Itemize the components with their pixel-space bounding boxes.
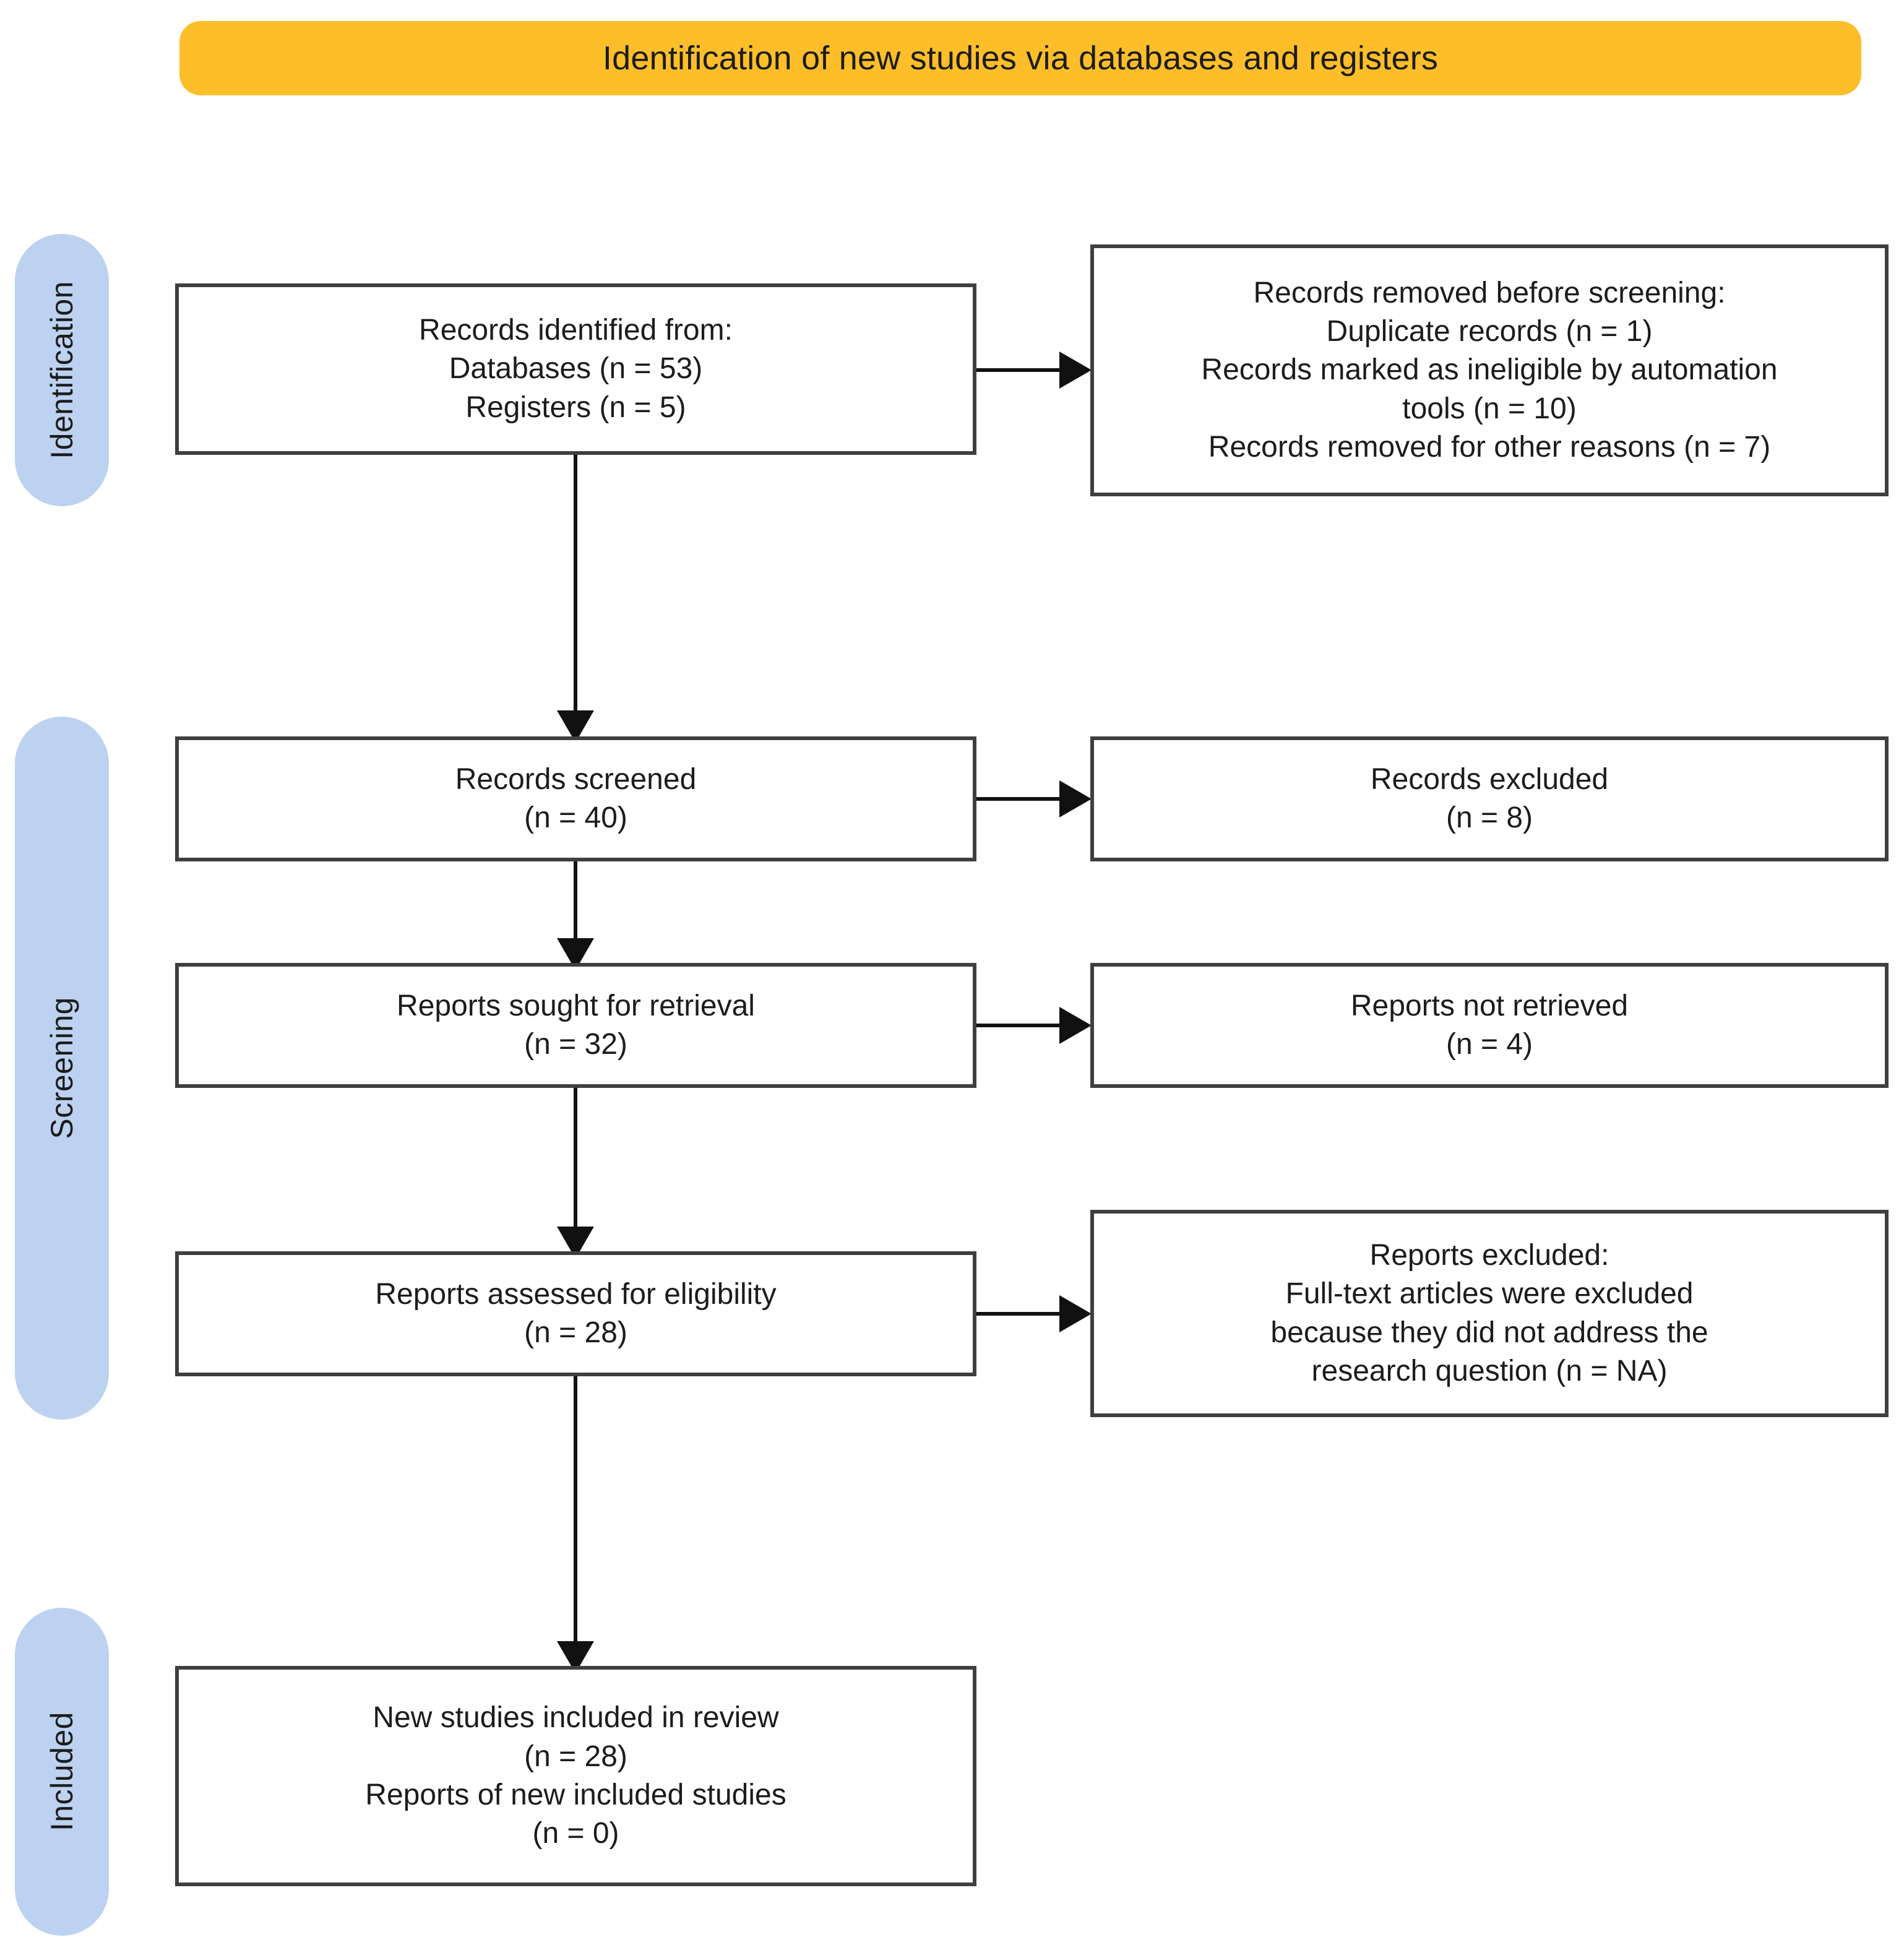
arrowhead-right-to-removed xyxy=(1059,351,1092,389)
connector-line-screened-to-sought xyxy=(574,861,577,939)
flow-box-reports-sought-for-retrieval: Reports sought for retrieval (n = 32) xyxy=(175,963,976,1088)
flow-box-line: Databases (n = 53) xyxy=(449,352,703,386)
connector-line-identified-to-removed xyxy=(976,368,1063,372)
stage-pill-included: Included xyxy=(15,1608,109,1936)
connector-line-sought-to-not-retrieved xyxy=(976,1024,1063,1027)
flow-box-line: (n = 28) xyxy=(524,1316,627,1349)
arrowhead-right-to-reports-excluded xyxy=(1059,1295,1092,1332)
flow-box-line: Full-text articles were excluded xyxy=(1285,1277,1694,1311)
flow-box-line: because they did not address the xyxy=(1270,1316,1708,1349)
arrowhead-right-to-excluded xyxy=(1059,780,1092,817)
flow-box-line: tools (n = 10) xyxy=(1402,392,1577,425)
flow-box-line: (n = 8) xyxy=(1445,801,1533,834)
flow-box-new-studies-included: New studies included in review (n = 28) … xyxy=(175,1666,976,1886)
flow-box-line: Records removed before screening: xyxy=(1253,276,1726,309)
page-title: Identification of new studies via databa… xyxy=(602,40,1439,77)
flow-box-line: (n = 40) xyxy=(524,801,627,834)
flow-box-line: Reports excluded: xyxy=(1369,1238,1609,1272)
connector-line-identified-to-screened xyxy=(574,455,577,712)
diagram-header-banner: Identification of new studies via databa… xyxy=(179,21,1861,95)
flow-box-line: (n = 4) xyxy=(1445,1028,1533,1061)
flow-box-line: New studies included in review xyxy=(373,1701,779,1735)
flow-box-line: research question (n = NA) xyxy=(1311,1354,1668,1387)
stage-label-identification: Identification xyxy=(45,281,79,459)
flow-box-records-excluded: Records excluded (n = 8) xyxy=(1090,736,1889,861)
stage-label-screening: Screening xyxy=(45,997,79,1139)
connector-line-assessed-to-included xyxy=(574,1376,577,1642)
flow-box-line: Records identified from: xyxy=(419,313,733,347)
flow-box-line: Records excluded xyxy=(1370,762,1609,796)
flow-box-line: Reports sought for retrieval xyxy=(397,989,755,1022)
flow-box-line: (n = 32) xyxy=(524,1028,627,1061)
flow-box-records-screened: Records screened (n = 40) xyxy=(175,736,976,861)
flow-box-line: (n = 28) xyxy=(524,1740,627,1773)
flow-box-line: Records removed for other reasons (n = 7… xyxy=(1208,431,1771,464)
flow-box-line: Reports of new included studies xyxy=(365,1779,786,1811)
flow-box-reports-excluded: Reports excluded: Full-text articles wer… xyxy=(1090,1210,1889,1417)
stage-pill-identification: Identification xyxy=(15,234,109,506)
flow-box-records-identified: Records identified from: Databases (n = … xyxy=(175,283,976,455)
flow-box-reports-not-retrieved: Reports not retrieved (n = 4) xyxy=(1090,963,1889,1088)
stage-pill-screening: Screening xyxy=(15,717,109,1420)
connector-line-assessed-to-reports-excluded xyxy=(976,1312,1063,1316)
arrowhead-right-to-not-retrieved xyxy=(1059,1007,1092,1044)
flow-box-line: Reports not retrieved xyxy=(1350,989,1629,1022)
flow-box-line: Registers (n = 5) xyxy=(465,390,686,424)
flow-box-line: (n = 0) xyxy=(532,1817,619,1850)
flow-box-line: Records screened xyxy=(455,762,697,796)
flow-box-reports-assessed-for-eligibility: Reports assessed for eligibility (n = 28… xyxy=(175,1251,976,1376)
flow-box-line: Reports assessed for eligibility xyxy=(375,1277,777,1311)
connector-line-sought-to-assessed xyxy=(574,1088,577,1228)
connector-line-screened-to-excluded xyxy=(976,797,1063,801)
flow-box-records-removed-before-screening: Records removed before screening: Duplic… xyxy=(1090,244,1889,496)
stage-label-included: Included xyxy=(45,1712,79,1832)
flow-box-line: Records marked as ineligible by automati… xyxy=(1201,353,1778,387)
flow-box-line: Duplicate records (n = 1) xyxy=(1326,314,1653,348)
